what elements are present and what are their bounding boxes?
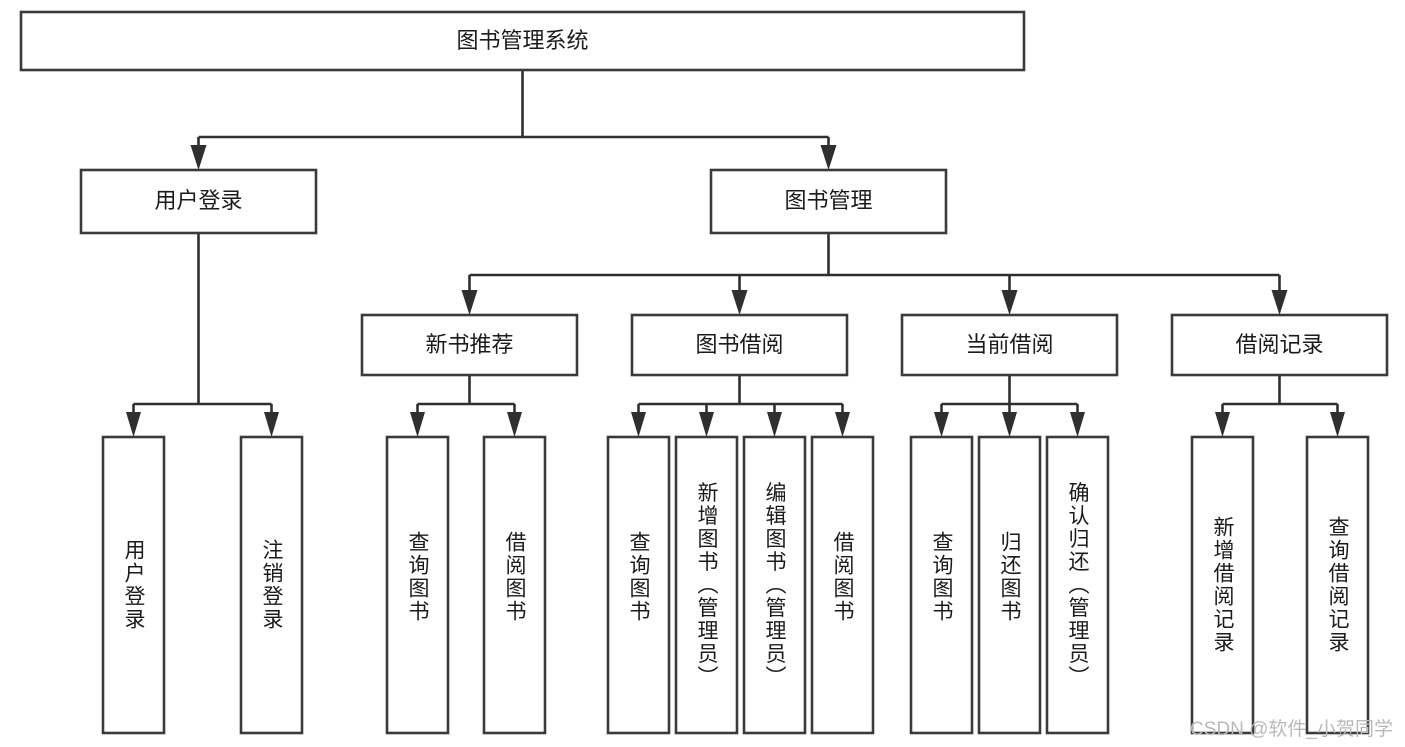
connector-group-record bbox=[1215, 375, 1345, 437]
node-current-borrow[interactable]: 当前借阅 bbox=[900, 313, 1119, 377]
leaf-box-query-book-3[interactable] bbox=[909, 435, 974, 735]
connector-group-user-login bbox=[126, 233, 279, 437]
arrow-current-leaf3 bbox=[1070, 412, 1085, 437]
node-book-borrow-label: 图书借阅 bbox=[695, 332, 783, 357]
node-book-manage-box[interactable] bbox=[709, 168, 948, 235]
node-borrow-record-box[interactable] bbox=[1170, 313, 1389, 377]
arrow-bm-to-borrow bbox=[731, 290, 748, 315]
arrow-record-leaf1 bbox=[1215, 412, 1230, 437]
arrow-current-leaf2 bbox=[1002, 412, 1017, 437]
leaf-box-user-login[interactable] bbox=[101, 435, 166, 735]
node-book-manage[interactable]: 图书管理 bbox=[709, 168, 948, 235]
leaf-box-user-logout[interactable] bbox=[239, 435, 304, 735]
watermark-text: CSDN @软件_小贺同学 bbox=[1190, 719, 1393, 740]
arrow-user-login-leaf2 bbox=[264, 412, 279, 437]
leaf-box-query-book-1[interactable] bbox=[385, 435, 450, 735]
node-new-book-recommend[interactable]: 新书推荐 bbox=[360, 313, 579, 377]
arrow-root-to-book-manage bbox=[820, 145, 837, 170]
node-borrow-record[interactable]: 借阅记录 bbox=[1170, 313, 1389, 377]
leaf-box-add-book[interactable] bbox=[674, 435, 739, 735]
node-book-manage-label: 图书管理 bbox=[784, 188, 872, 213]
leaf-box-query-record[interactable] bbox=[1305, 435, 1370, 735]
node-new-book-recommend-label: 新书推荐 bbox=[425, 332, 513, 357]
leaf-box-borrow-book-2[interactable] bbox=[810, 435, 875, 735]
node-current-borrow-box[interactable] bbox=[900, 313, 1119, 377]
node-user-login[interactable]: 用户登录 bbox=[79, 168, 318, 235]
arrow-bm-to-recommend bbox=[461, 290, 478, 315]
leaf-box-confirm-return[interactable] bbox=[1045, 435, 1110, 735]
node-root[interactable]: 图书管理系统 bbox=[19, 10, 1026, 72]
arrow-borrow-leaf3 bbox=[767, 412, 782, 437]
arrow-bm-to-current bbox=[1001, 290, 1018, 315]
node-root-box[interactable] bbox=[19, 10, 1026, 72]
node-borrow-record-label: 借阅记录 bbox=[1235, 332, 1323, 357]
node-user-login-box[interactable] bbox=[79, 168, 318, 235]
leaf-box-query-book-2[interactable] bbox=[606, 435, 671, 735]
node-user-login-label: 用户登录 bbox=[154, 188, 242, 213]
arrow-borrow-leaf1 bbox=[631, 412, 646, 437]
node-current-borrow-label: 当前借阅 bbox=[965, 332, 1053, 357]
node-new-book-recommend-box[interactable] bbox=[360, 313, 579, 377]
node-book-borrow[interactable]: 图书借阅 bbox=[630, 313, 849, 377]
leaf-box-return-book[interactable] bbox=[977, 435, 1042, 735]
node-root-label: 图书管理系统 bbox=[456, 28, 588, 53]
arrow-recommend-leaf2 bbox=[507, 412, 522, 437]
leaf-box-borrow-book-1[interactable] bbox=[482, 435, 547, 735]
leaf-box-add-record[interactable] bbox=[1190, 435, 1255, 735]
connector-group-borrow bbox=[631, 375, 850, 437]
arrow-recommend-leaf1 bbox=[410, 412, 425, 437]
connector-group-current bbox=[934, 375, 1085, 437]
arrow-root-to-user-login bbox=[190, 145, 207, 170]
arrow-bm-to-record bbox=[1271, 290, 1288, 315]
leaf-box-edit-book[interactable] bbox=[742, 435, 807, 735]
arrow-current-leaf1 bbox=[934, 412, 949, 437]
arrow-borrow-leaf4 bbox=[835, 412, 850, 437]
arrow-borrow-leaf2 bbox=[699, 412, 714, 437]
connector-group-book-manage bbox=[461, 233, 1288, 315]
connector-group-root bbox=[190, 70, 837, 170]
arrow-record-leaf2 bbox=[1330, 412, 1345, 437]
arrow-user-login-leaf1 bbox=[126, 412, 141, 437]
connector-group-recommend bbox=[410, 375, 522, 437]
node-book-borrow-box[interactable] bbox=[630, 313, 849, 377]
